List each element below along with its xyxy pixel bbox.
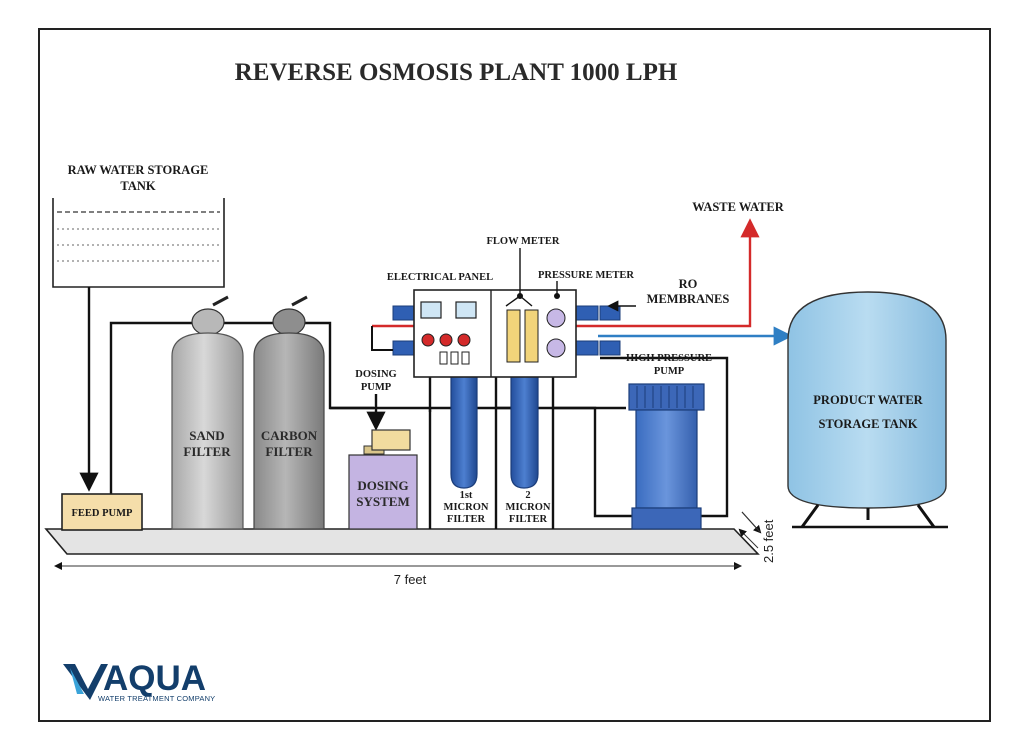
panel-switch	[439, 351, 448, 365]
panel-switch	[450, 351, 459, 365]
raw-tank-label-line2: TANK	[120, 179, 155, 193]
flow-meter-tube	[506, 309, 521, 363]
pipework	[79, 287, 729, 518]
waste-water-label: WASTE WATER	[692, 200, 785, 214]
control-panel	[413, 289, 577, 378]
panel-indicator-light	[457, 333, 471, 347]
raw-water-tank: RAW WATER STORAGE TANK	[52, 163, 225, 288]
ro-membrane-connectors	[392, 305, 621, 356]
logo-tagline: WATER TREATMENT COMPANY	[98, 694, 215, 703]
electrical-panel-label: ELECTRICAL PANEL	[387, 272, 493, 283]
raw-tank-label-line1: RAW WATER STORAGE	[68, 163, 209, 177]
pressure-gauge	[546, 338, 566, 358]
feed-pump-label: FEED PUMP	[72, 508, 134, 519]
micron-filter-1-label-line1: 1st	[460, 490, 473, 501]
micron-filter-2-label-line2: MICRON	[506, 502, 551, 513]
carbon-filter: CARBON FILTER	[253, 295, 325, 530]
carbon-filter-label-line1: CARBON	[261, 428, 318, 443]
micron-filter-2-label-line1: 2	[525, 490, 530, 501]
panel-indicator-light	[439, 333, 453, 347]
carbon-filter-label-line2: FILTER	[265, 444, 313, 459]
micron-filter-2-label-line3: FILTER	[509, 514, 548, 525]
filter-pipes	[428, 376, 555, 529]
dosing-pump	[371, 429, 411, 451]
sand-filter: SAND FILTER	[171, 295, 244, 530]
sand-filter-label-line1: SAND	[189, 428, 224, 443]
logo-wordmark: AQUA	[103, 659, 206, 698]
diagram-frame	[38, 28, 991, 722]
dosing-pump-label-line2: PUMP	[361, 382, 392, 393]
micron-filter-1-label-line2: MICRON	[444, 502, 489, 513]
ro-membranes-label-line2: MEMBRANES	[647, 292, 730, 306]
dosing-system-label-line1: DOSING	[357, 478, 408, 493]
micron-filter-1: 1st MICRON FILTER	[444, 375, 489, 525]
flow-meter-tube	[524, 309, 539, 363]
hp-pump-label-line1: HIGH PRESSURE	[626, 353, 712, 364]
panel-switch	[461, 351, 470, 365]
company-logo: AQUA WATER TREATMENT COMPANY	[63, 659, 215, 703]
dosing-system	[348, 454, 418, 530]
product-water-tank: PRODUCT WATER STORAGE TANK	[787, 291, 948, 529]
dosing-unit: DOSING PUMP DOSING SYSTEM	[348, 369, 418, 530]
dosing-system-label-line2: SYSTEM	[356, 494, 409, 509]
hp-pump-label-line2: PUMP	[654, 366, 685, 377]
micron-filter-2: 2 MICRON FILTER	[506, 375, 551, 525]
micron-filter-1-label-line3: FILTER	[447, 514, 486, 525]
dosing-pump-label-line1: DOSING	[355, 369, 396, 380]
ro-membranes-label-line1: RO	[679, 277, 698, 291]
pressure-meter-label: PRESSURE METER	[538, 270, 634, 281]
diagram-title: REVERSE OSMOSIS PLANT 1000 LPH	[235, 59, 678, 86]
feed-pump: FEED PUMP	[61, 493, 143, 531]
panel-display-1	[420, 301, 442, 319]
dimension-lines	[54, 511, 762, 570]
sand-filter-label-line2: FILTER	[183, 444, 231, 459]
panel-indicator-light	[421, 333, 435, 347]
base-platform	[44, 528, 760, 555]
product-tank-label-line2: STORAGE TANK	[819, 417, 918, 431]
product-tank-label-line1: PRODUCT WATER	[813, 393, 923, 407]
high-pressure-pump: HIGH PRESSURE PUMP	[626, 353, 712, 530]
panel-display-2	[455, 301, 477, 319]
callout-lines	[505, 248, 636, 312]
pressure-gauge	[546, 308, 566, 328]
flow-meter-label: FLOW METER	[486, 236, 559, 247]
waste-water-line	[576, 218, 760, 328]
height-dimension-label: 2.5 feet	[761, 519, 776, 563]
length-dimension-label: 7 feet	[394, 572, 427, 587]
